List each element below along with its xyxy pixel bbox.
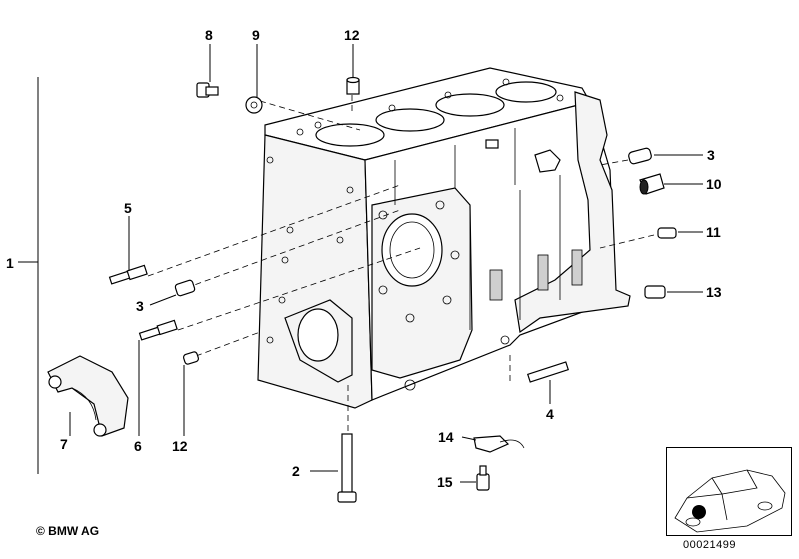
part-3-plug-right: [628, 147, 652, 165]
callout-5: 5: [124, 200, 132, 216]
callout-1: 1: [6, 255, 14, 271]
part-2-long-bolt: [337, 433, 357, 503]
part-7-bearing-cap: [47, 355, 129, 437]
part-14-oil-nozzle: [473, 435, 525, 453]
part-4-stud: [526, 361, 570, 383]
part-15-bolt: [476, 465, 490, 491]
callout-15: 15: [437, 474, 453, 490]
callout-3-left: 3: [136, 298, 144, 314]
callout-11: 11: [706, 224, 721, 240]
assembly-bracket: [18, 77, 39, 474]
callout-14: 14: [438, 429, 454, 445]
callout-12-bottom: 12: [172, 438, 188, 454]
vehicle-location-inset: [666, 447, 792, 536]
callout-13: 13: [706, 284, 722, 300]
engine-location-marker-icon: [692, 505, 706, 519]
dashed-leaders: [147, 95, 655, 435]
callout-7: 7: [60, 436, 68, 452]
callout-12-top: 12: [344, 27, 360, 43]
part-3-sleeve-left: [174, 279, 196, 297]
callout-8: 8: [205, 27, 213, 43]
callout-leaders: [69, 44, 703, 483]
callout-3-right: 3: [707, 147, 715, 163]
part-12-dowel-top: [346, 76, 360, 95]
part-5-stud: [108, 264, 148, 285]
part-13-sleeve: [644, 285, 666, 299]
callout-4: 4: [546, 406, 554, 422]
document-number: 00021499: [683, 539, 736, 551]
part-11-sleeve: [657, 227, 677, 239]
copyright-notice: © BMW AG: [36, 524, 100, 538]
callout-10: 10: [706, 176, 722, 192]
part-6-stud: [138, 319, 178, 341]
callout-9: 9: [252, 27, 260, 43]
part-9-washer: [245, 96, 263, 114]
part-10-plug: [639, 173, 665, 195]
part-12-dowel-lower: [182, 351, 200, 365]
callout-6: 6: [134, 438, 142, 454]
engine-block: [257, 67, 631, 409]
car-outline-icon: [674, 469, 786, 533]
callout-2: 2: [292, 463, 300, 479]
part-8-bolt: [196, 82, 219, 98]
